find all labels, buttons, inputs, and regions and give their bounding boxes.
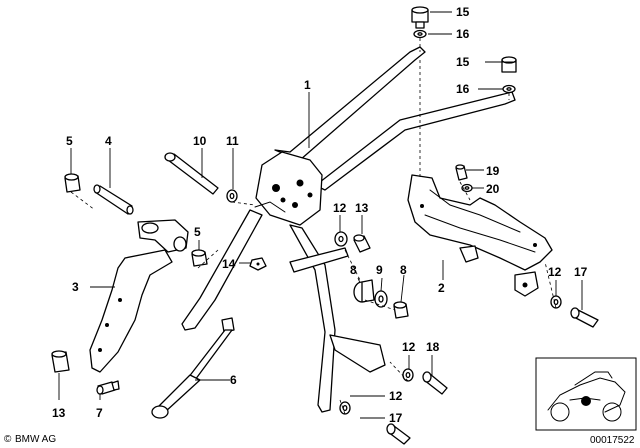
part-1-subframe — [181, 46, 516, 413]
part-14-clip — [249, 257, 267, 271]
callout-5-mid: 5 — [194, 225, 201, 239]
callout-12-mid: 12 — [333, 201, 347, 215]
part-12-washer-mid — [334, 231, 348, 247]
part-12-washer-right — [550, 295, 562, 309]
part-16-washer-top — [413, 29, 427, 39]
locator-inset: 00017522 — [535, 357, 637, 446]
part-11-long-bolt — [164, 152, 219, 195]
callout-labels: 15 16 15 16 1 5 4 10 11 19 20 12 13 5 14… — [52, 5, 588, 425]
callout-9: 9 — [376, 263, 383, 277]
callout-12-top: 11 — [226, 134, 239, 148]
part-5-bushing-top — [64, 173, 81, 193]
callout-20: 20 — [486, 182, 500, 196]
callout-16-right: 16 — [456, 82, 470, 96]
location-dot-icon — [581, 396, 591, 406]
copyright-symbol: © — [4, 434, 12, 445]
callout-10: 8 — [350, 263, 357, 277]
drawing-number: 00017522 — [590, 435, 635, 446]
part-15-bolt-right — [501, 56, 517, 73]
callout-15-top: 15 — [456, 5, 470, 19]
callout-14: 14 — [222, 257, 236, 271]
alignment-lines — [70, 38, 557, 415]
callout-19: 19 — [486, 164, 500, 178]
callout-8: 8 — [400, 263, 407, 277]
part-4-sleeve — [93, 184, 134, 215]
part-16-washer-right — [502, 84, 516, 94]
part-18-bolt — [422, 371, 448, 395]
callout-2: 2 — [438, 281, 445, 295]
part-8-bushing — [393, 301, 409, 319]
callout-13-left: 13 — [52, 406, 66, 420]
part-13-mount-mid — [353, 234, 371, 253]
callout-12-low: 12 — [402, 340, 416, 354]
callout-5-top: 5 — [66, 134, 73, 148]
part-17-bolt-bottom — [386, 423, 411, 445]
callout-17-bottom: 17 — [389, 411, 403, 425]
callout-6: 6 — [230, 373, 237, 387]
part-2-bracket — [407, 174, 553, 297]
callout-3: 3 — [72, 280, 79, 294]
part-10-damper — [353, 279, 375, 303]
part-15-bolt-top — [411, 6, 429, 29]
callout-11: 10 — [193, 134, 207, 148]
callout-18: 18 — [426, 340, 440, 354]
footer: © BMW AG — [4, 434, 56, 445]
brand-text: BMW AG — [15, 434, 56, 445]
callout-12-bottom: 12 — [389, 389, 403, 403]
part-13-mount-left — [51, 350, 70, 373]
callout-15-right: 15 — [456, 55, 470, 69]
part-6-gas-strut — [151, 317, 235, 419]
part-19-screw — [455, 164, 468, 181]
part-17-bolt-right — [570, 307, 599, 328]
callout-16-top: 16 — [456, 27, 470, 41]
callout-12-right: 12 — [548, 265, 562, 279]
part-9-washer — [374, 290, 388, 308]
part-12-washer-low — [402, 368, 414, 382]
part-12-washer-bottom — [339, 401, 351, 415]
part-12-washer-top — [226, 189, 238, 203]
callout-7: 7 — [96, 406, 103, 420]
part-3-plate — [89, 219, 189, 373]
callout-17-right: 17 — [574, 265, 588, 279]
callout-1: 1 — [304, 78, 311, 92]
leader-lines — [58, 11, 583, 419]
part-7-pin — [96, 380, 120, 395]
part-5-bushing-mid — [191, 249, 208, 267]
callout-4: 4 — [105, 134, 112, 148]
callout-13-mid: 13 — [355, 201, 369, 215]
